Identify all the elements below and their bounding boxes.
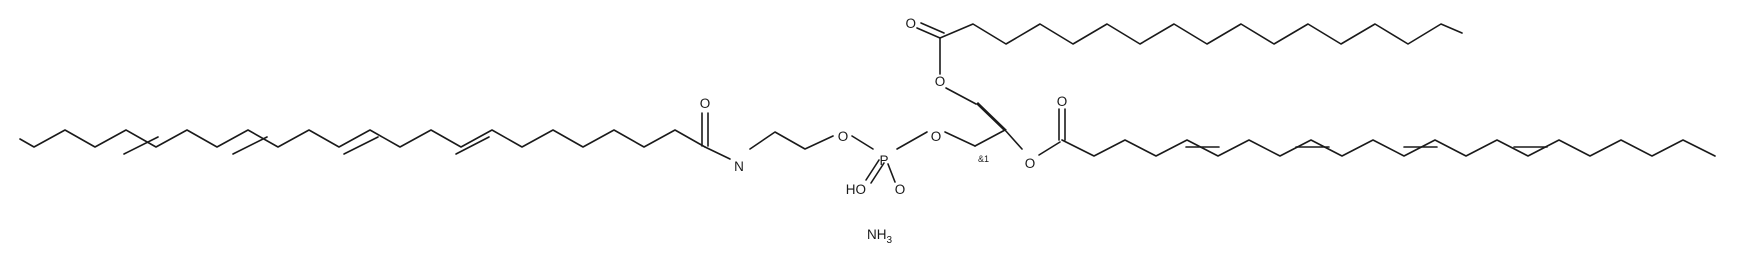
atom-o-amide: O <box>700 96 711 111</box>
palmitoyl-chain <box>916 22 1463 105</box>
atom-p-oxo: O <box>895 182 906 197</box>
counterion-subscript: 3 <box>887 235 893 246</box>
glycerol-backbone <box>944 102 1023 150</box>
atom-phosphorus: P <box>879 153 888 168</box>
phosphate-group <box>851 131 928 184</box>
atom-n-amide: N <box>734 159 744 174</box>
stereo-wedge <box>976 102 1007 130</box>
atom-p-hydroxyl: HO <box>846 182 866 197</box>
stereo-mark-label: &1 <box>978 154 989 164</box>
counterion-base: NH <box>867 227 887 242</box>
atom-o-ester1-link: O <box>935 74 946 89</box>
counterion-ammonia: NH3 <box>867 227 893 246</box>
arachidonoyl-amide-chain <box>19 112 709 155</box>
ethanolamine-linker <box>704 131 834 160</box>
atom-o-ethyl-p: O <box>838 129 849 144</box>
arachidonoyl-ester-chain <box>1038 108 1716 157</box>
atom-o-ester2-link: O <box>1025 156 1036 171</box>
atom-o-ester1-carbonyl: O <box>905 16 916 31</box>
atom-o-ester2-carbonyl: O <box>1057 94 1068 109</box>
atom-o-p-glycerol: O <box>931 129 942 144</box>
